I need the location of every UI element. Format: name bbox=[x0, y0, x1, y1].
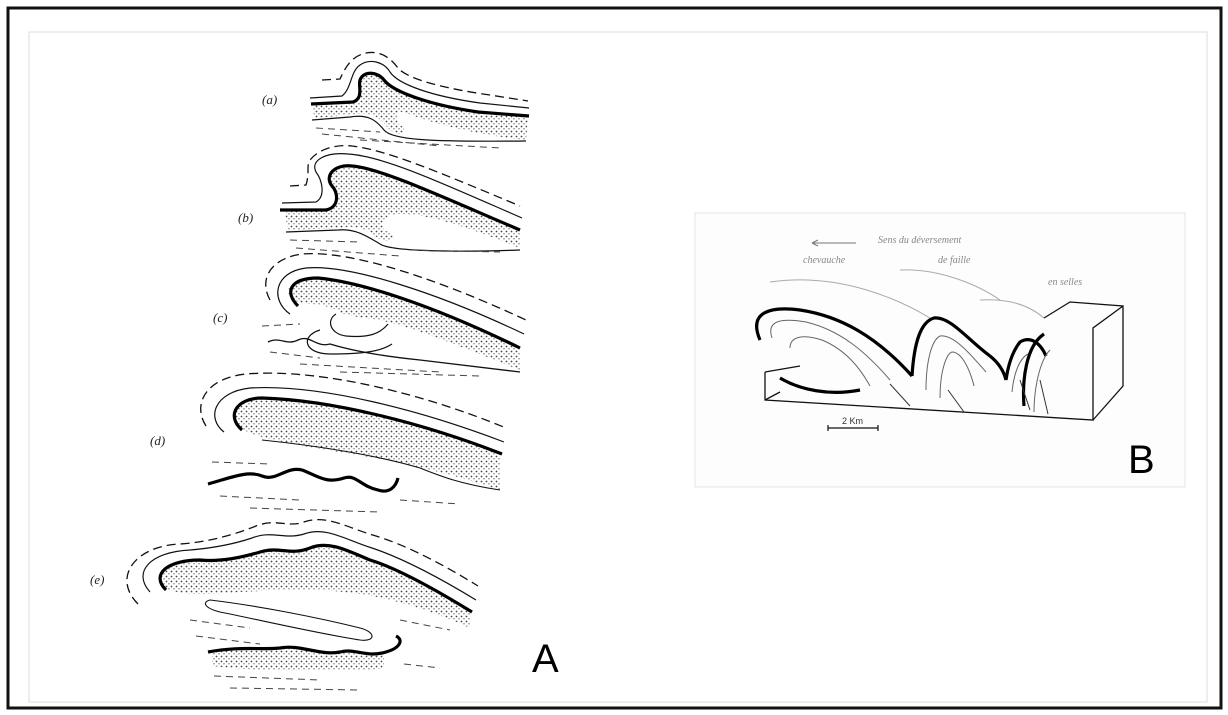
fold-stage-a: (a) bbox=[262, 52, 529, 148]
panel-label-b: B bbox=[1128, 438, 1155, 482]
panel-b-word-1: chevauche bbox=[803, 255, 846, 266]
fold-stage-c: (c) bbox=[213, 254, 526, 376]
stage-label-e: (e) bbox=[90, 572, 104, 587]
fold-stage-b: (b) bbox=[238, 146, 522, 256]
fold-e-sand bbox=[161, 545, 470, 628]
panel-b-word-2: de faille bbox=[938, 255, 971, 266]
fold-b-sand bbox=[285, 166, 520, 248]
fold-stage-e: (e) bbox=[90, 520, 478, 690]
panel-b-title: Sens du déversement bbox=[878, 235, 962, 246]
fold-e-lens bbox=[205, 600, 372, 640]
panel-b: Sens du déversement chevauche de faille … bbox=[695, 213, 1185, 487]
fold-d-base-bed bbox=[208, 469, 398, 491]
panel-label-a: A bbox=[532, 637, 559, 681]
fold-stage-d: (d) bbox=[150, 373, 506, 512]
stage-label-c: (c) bbox=[213, 310, 227, 325]
fold-c-sand bbox=[288, 278, 520, 370]
stage-label-a: (a) bbox=[262, 92, 277, 107]
scale-bar-label: 2 Km bbox=[842, 416, 863, 426]
stage-label-b: (b) bbox=[238, 210, 253, 225]
stage-label-d: (d) bbox=[150, 433, 165, 448]
panel-a: (a) (b) (c) bbox=[90, 52, 559, 690]
panel-b-word-3: en selles bbox=[1048, 277, 1082, 288]
